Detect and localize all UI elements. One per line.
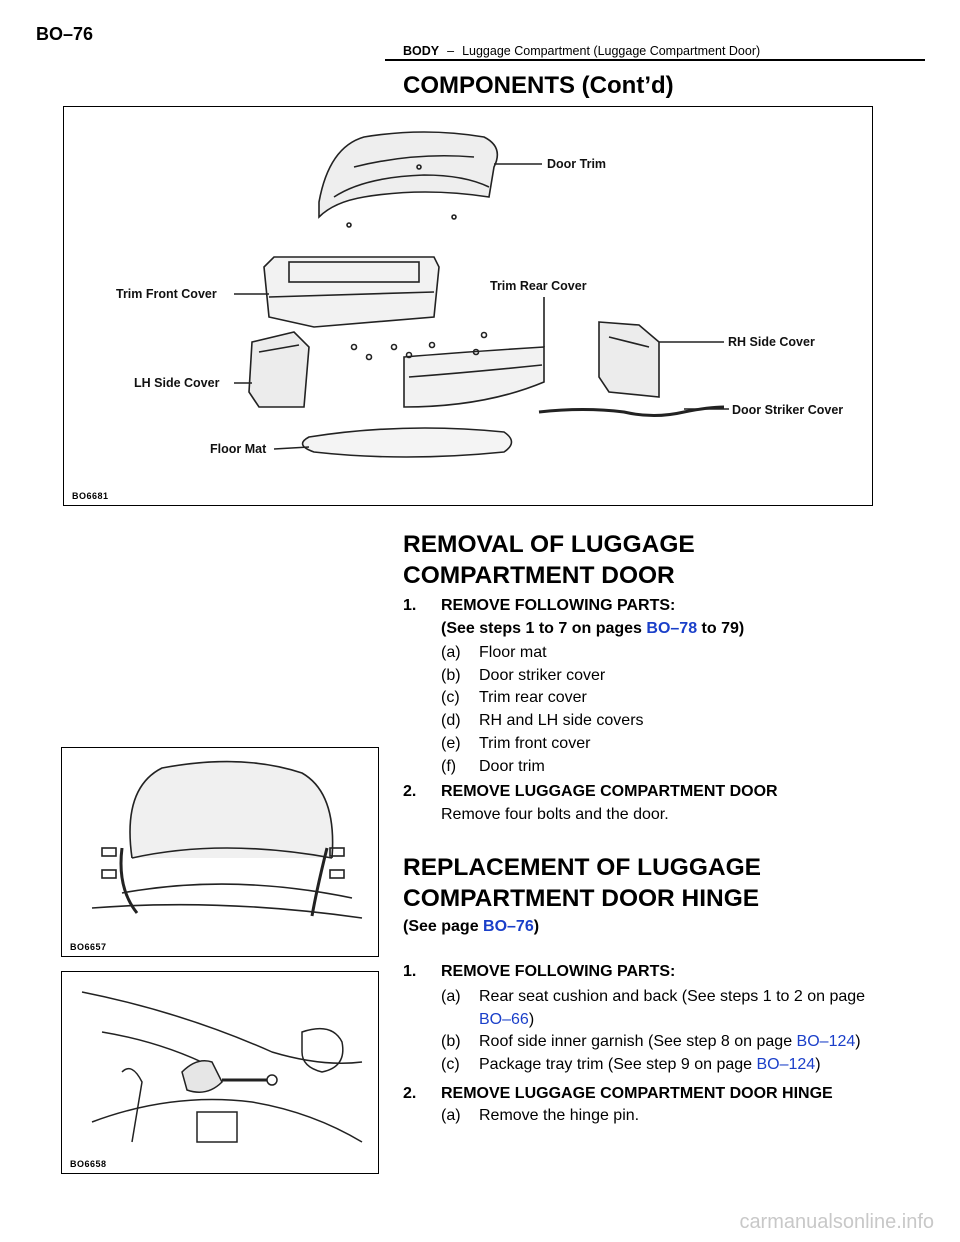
- figure-code: BO6681: [72, 491, 109, 501]
- item-text: Trim rear cover: [479, 689, 587, 707]
- page-number: BO–76: [36, 24, 94, 44]
- replacement-step-1: 1. REMOVE FOLLOWING PARTS:: [403, 963, 675, 981]
- list-item: (a) Rear seat cushion and back (See steps…: [441, 986, 921, 1009]
- item-text: Roof side inner garnish (See step 8 on p…: [479, 1033, 797, 1050]
- door-removal-figure: BO6657: [61, 747, 379, 957]
- watermark: carmanualsonline.info: [739, 1211, 934, 1233]
- list-item: (e) Trim front cover: [441, 733, 644, 756]
- step-number: 2.: [403, 1085, 417, 1102]
- item-text: Door striker cover: [479, 666, 606, 684]
- ref-text: (See steps 1 to 7 on pages: [441, 620, 647, 637]
- item-letter: (c): [441, 689, 460, 707]
- replacement-title-line1: REPLACEMENT OF LUGGAGE: [403, 854, 761, 881]
- replacement-title: REPLACEMENT OF LUGGAGE COMPARTMENT DOOR …: [403, 852, 761, 914]
- components-title: COMPONENTS (Cont’d): [403, 72, 674, 99]
- removal-step-2-text: Remove four bolts and the door.: [441, 806, 669, 823]
- step-label: REMOVE FOLLOWING PARTS:: [441, 963, 676, 980]
- item-letter: (a): [441, 1107, 461, 1124]
- item-letter: (b): [441, 1033, 461, 1050]
- item-letter: (c): [441, 1055, 460, 1073]
- item-letter: (d): [441, 712, 461, 730]
- door-illustration: [91, 760, 363, 919]
- label-floor-mat: Floor Mat: [210, 442, 267, 456]
- item-text-end: ): [528, 1010, 535, 1028]
- figure-code: BO6658: [70, 1159, 107, 1169]
- item-letter: (f): [441, 757, 457, 775]
- ref-text-end: ): [533, 918, 540, 935]
- list-item: (c) Trim rear cover: [441, 687, 644, 710]
- step-number: 1.: [403, 597, 417, 614]
- item-text: Floor mat: [479, 644, 547, 661]
- hinge-figure: BO6658: [61, 971, 379, 1174]
- replacement-ref: (See page BO–76): [403, 918, 539, 936]
- replacement-title-line2: COMPARTMENT DOOR HINGE: [403, 885, 760, 912]
- list-item-continued: BO–66): [441, 1009, 921, 1032]
- link-bo-124[interactable]: BO–124: [756, 1055, 816, 1073]
- item-letter: (b): [441, 666, 461, 684]
- item-text-end: ): [855, 1033, 861, 1050]
- label-trim-front-cover: Trim Front Cover: [116, 287, 217, 301]
- label-door-striker-cover: Door Striker Cover: [732, 403, 844, 417]
- header-section: BODY: [403, 44, 440, 58]
- item-text: Remove the hinge pin.: [479, 1107, 640, 1124]
- header-subsection: Luggage Compartment (Luggage Compartment…: [462, 44, 761, 58]
- removal-step-1: 1. REMOVE FOLLOWING PARTS:: [403, 597, 675, 615]
- label-trim-rear-cover: Trim Rear Cover: [490, 279, 587, 293]
- link-bo-76[interactable]: BO–76: [483, 918, 534, 935]
- hinge-illustration: [81, 991, 363, 1143]
- list-item: (f) Door trim: [441, 756, 644, 779]
- link-bo-124[interactable]: BO–124: [796, 1033, 856, 1050]
- item-text: Package tray trim (See step 9 on page: [479, 1055, 757, 1073]
- link-bo-66[interactable]: BO–66: [479, 1010, 529, 1028]
- step-label: REMOVE LUGGAGE COMPARTMENT DOOR HINGE: [441, 1085, 833, 1102]
- components-illustration: [234, 131, 729, 458]
- item-text: Rear seat cushion and back (See steps 1 …: [479, 988, 866, 1005]
- removal-title: REMOVAL OF LUGGAGE COMPARTMENT DOOR: [403, 529, 695, 591]
- list-item: (c) Package tray trim (See step 9 on page…: [441, 1054, 921, 1077]
- components-diagram: Door Trim Trim Front Cover Trim Rear Cov…: [63, 106, 873, 506]
- item-text: RH and LH side covers: [479, 712, 644, 730]
- header-rule: [385, 59, 925, 61]
- removal-title-line2: COMPARTMENT DOOR: [403, 562, 675, 589]
- removal-step-1-ref: (See steps 1 to 7 on pages BO–78 to 79): [441, 620, 744, 638]
- replacement-parts-list: (a) Rear seat cushion and back (See steps…: [441, 986, 921, 1076]
- label-door-trim: Door Trim: [547, 157, 607, 171]
- list-item: (b) Roof side inner garnish (See step 8 o…: [441, 1031, 921, 1054]
- figure-code: BO6657: [70, 942, 107, 952]
- item-letter: (e): [441, 734, 461, 752]
- item-text: Door trim: [479, 757, 545, 775]
- step-number: 1.: [403, 963, 417, 980]
- ref-text: (See page: [403, 918, 484, 935]
- list-item: (a) Floor mat: [441, 642, 644, 665]
- item-letter: (a): [441, 988, 461, 1005]
- removal-title-line1: REMOVAL OF LUGGAGE: [403, 531, 695, 558]
- step-label: REMOVE FOLLOWING PARTS:: [441, 597, 676, 614]
- list-item: (d) RH and LH side covers: [441, 710, 644, 733]
- list-item: (b) Door striker cover: [441, 665, 644, 688]
- label-rh-side-cover: RH Side Cover: [728, 335, 815, 349]
- step-number: 2.: [403, 783, 417, 800]
- removal-parts-list: (a) Floor mat (b) Door striker cover (c) Tr…: [441, 642, 644, 778]
- item-letter: (a): [441, 644, 461, 661]
- ref-text-end: to 79): [697, 620, 745, 637]
- item-text: Trim front cover: [479, 734, 591, 752]
- running-header: BODY–Luggage Compartment (Luggage Compar…: [403, 44, 760, 58]
- label-lh-side-cover: LH Side Cover: [134, 376, 220, 390]
- item-text-end: ): [815, 1055, 821, 1073]
- header-dash: –: [447, 44, 455, 58]
- removal-step-2: 2. REMOVE LUGGAGE COMPARTMENT DOOR: [403, 783, 778, 801]
- replacement-step-2: 2. REMOVE LUGGAGE COMPARTMENT DOOR HINGE: [403, 1085, 833, 1103]
- replacement-step-2-a: (a) Remove the hinge pin.: [441, 1107, 639, 1125]
- link-bo-78[interactable]: BO–78: [646, 620, 698, 637]
- step-label: REMOVE LUGGAGE COMPARTMENT DOOR: [441, 783, 778, 800]
